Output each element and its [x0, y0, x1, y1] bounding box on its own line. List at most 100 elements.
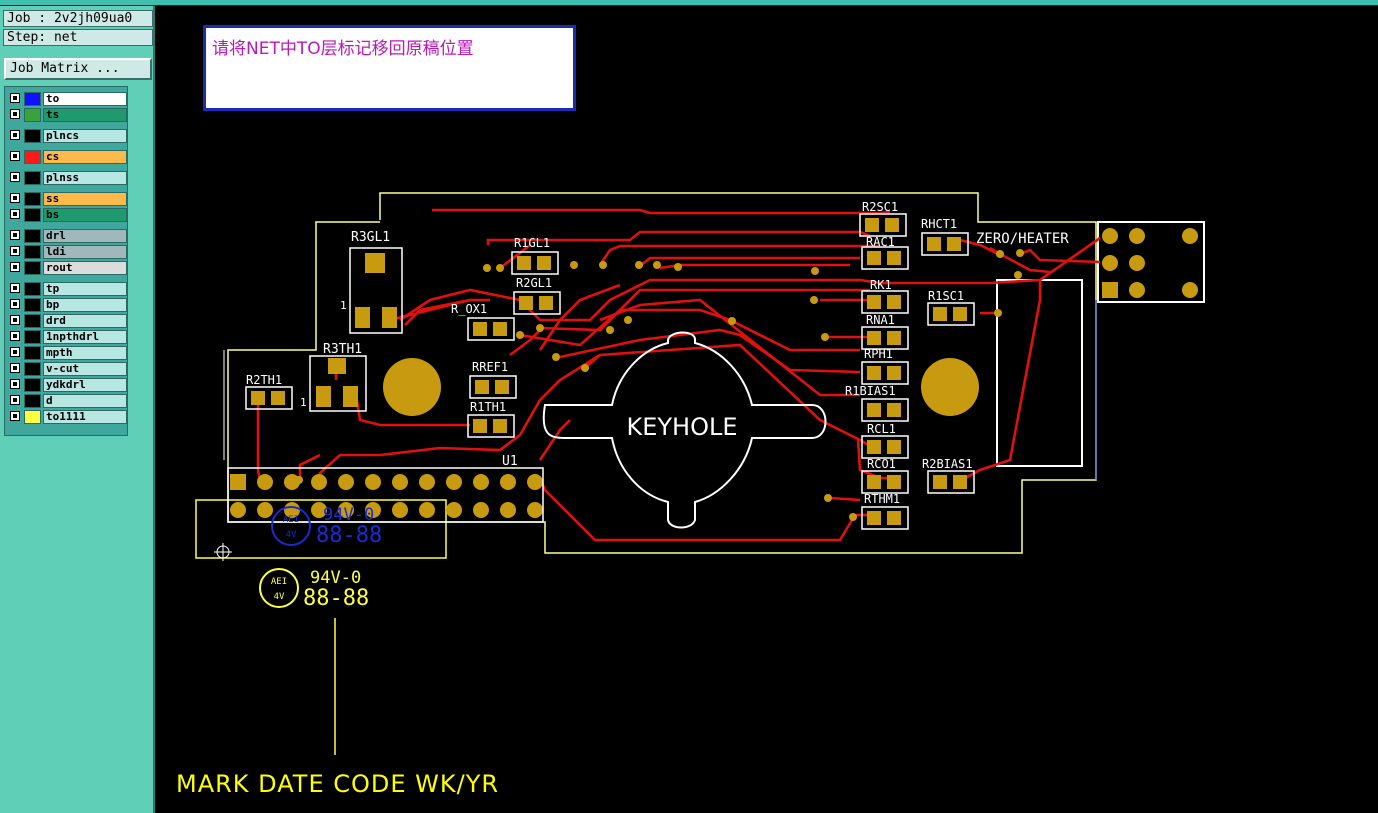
- resistor-outline: [861, 398, 909, 422]
- layer-color-swatch[interactable]: [24, 394, 41, 408]
- layer-checkbox[interactable]: [10, 93, 20, 103]
- layer-checkbox[interactable]: [10, 363, 20, 373]
- layer-row-drd[interactable]: drd: [8, 314, 127, 328]
- layer-row-rout[interactable]: rout: [8, 261, 127, 275]
- layer-name[interactable]: 1npthdrl: [43, 330, 127, 344]
- layer-row-tp[interactable]: tp: [8, 282, 127, 296]
- layer-color-swatch[interactable]: [24, 92, 41, 106]
- layer-color-swatch[interactable]: [24, 378, 41, 392]
- layer-name[interactable]: tp: [43, 282, 127, 296]
- layer-checkbox[interactable]: [10, 315, 20, 325]
- component-label: RPH1: [864, 347, 893, 361]
- layer-color-swatch[interactable]: [24, 192, 41, 206]
- layer-checkbox[interactable]: [10, 151, 20, 161]
- layer-checkbox[interactable]: [10, 347, 20, 357]
- layer-checkbox[interactable]: [10, 193, 20, 203]
- layer-name[interactable]: drl: [43, 229, 127, 243]
- layer-name[interactable]: ldi: [43, 245, 127, 259]
- pad: [230, 502, 246, 518]
- layer-name[interactable]: ts: [43, 108, 127, 122]
- job-matrix-button[interactable]: Job Matrix ...: [4, 58, 152, 80]
- layer-row-bs[interactable]: bs: [8, 208, 127, 222]
- ul-rating-blue: 94V-0: [323, 505, 374, 525]
- layer-name[interactable]: cs: [43, 150, 127, 164]
- layer-name[interactable]: plnss: [43, 171, 127, 185]
- trace: [959, 280, 1042, 483]
- pad: [865, 218, 879, 232]
- layer-row-plncs[interactable]: plncs: [8, 129, 127, 143]
- layer-checkbox[interactable]: [10, 411, 20, 421]
- layer-checkbox[interactable]: [10, 395, 20, 405]
- layer-row-to[interactable]: to: [8, 92, 127, 106]
- layer-color-swatch[interactable]: [24, 245, 41, 259]
- layer-color-swatch[interactable]: [24, 282, 41, 296]
- pad: [1182, 228, 1198, 244]
- resistor-outline: [927, 470, 975, 494]
- layer-row-1npthdrl[interactable]: 1npthdrl: [8, 330, 127, 344]
- layer-row-ts[interactable]: ts: [8, 108, 127, 122]
- layer-row-d[interactable]: d: [8, 394, 127, 408]
- layer-name[interactable]: ydkdrl: [43, 378, 127, 392]
- layer-name[interactable]: plncs: [43, 129, 127, 143]
- layer-color-swatch[interactable]: [24, 410, 41, 424]
- layer-row-plnss[interactable]: plnss: [8, 171, 127, 185]
- layer-checkbox[interactable]: [10, 130, 20, 140]
- pad: [365, 253, 385, 273]
- layer-checkbox[interactable]: [10, 246, 20, 256]
- layer-color-swatch[interactable]: [24, 108, 41, 122]
- layer-row-bp[interactable]: bp: [8, 298, 127, 312]
- pad: [392, 474, 408, 490]
- layer-checkbox[interactable]: [10, 262, 20, 272]
- layer-checkbox[interactable]: [10, 230, 20, 240]
- layer-row-v-cut[interactable]: v-cut: [8, 362, 127, 376]
- layer-name[interactable]: to1111: [43, 410, 127, 424]
- pad: [473, 502, 489, 518]
- layer-checkbox[interactable]: [10, 209, 20, 219]
- resistor-outline: [467, 317, 515, 341]
- component-label: RTHM1: [864, 492, 900, 506]
- layer-color-swatch[interactable]: [24, 330, 41, 344]
- layer-checkbox[interactable]: [10, 331, 20, 341]
- pad: [284, 502, 300, 518]
- pad: [392, 502, 408, 518]
- mounting-hole: [383, 358, 441, 416]
- layer-row-to1111[interactable]: to1111: [8, 410, 127, 424]
- layer-color-swatch[interactable]: [24, 171, 41, 185]
- component-label: U1: [502, 454, 518, 469]
- layer-color-swatch[interactable]: [24, 229, 41, 243]
- layer-color-swatch[interactable]: [24, 346, 41, 360]
- component-label: R2BIAS1: [922, 457, 973, 471]
- layer-row-drl[interactable]: drl: [8, 229, 127, 243]
- layer-row-ss[interactable]: ss: [8, 192, 127, 206]
- layer-checkbox[interactable]: [10, 109, 20, 119]
- layer-name[interactable]: rout: [43, 261, 127, 275]
- layer-row-ldi[interactable]: ldi: [8, 245, 127, 259]
- layer-color-swatch[interactable]: [24, 298, 41, 312]
- layer-name[interactable]: bp: [43, 298, 127, 312]
- layer-name[interactable]: v-cut: [43, 362, 127, 376]
- layer-name[interactable]: bs: [43, 208, 127, 222]
- layer-name[interactable]: drd: [43, 314, 127, 328]
- layer-color-swatch[interactable]: [24, 261, 41, 275]
- layer-checkbox[interactable]: [10, 299, 20, 309]
- layer-name[interactable]: mpth: [43, 346, 127, 360]
- pad: [953, 475, 967, 489]
- layer-row-ydkdrl[interactable]: ydkdrl: [8, 378, 127, 392]
- layer-color-swatch[interactable]: [24, 314, 41, 328]
- layer-checkbox[interactable]: [10, 283, 20, 293]
- layer-row-cs[interactable]: cs: [8, 150, 127, 164]
- layer-name[interactable]: to: [43, 92, 127, 106]
- layer-color-swatch[interactable]: [24, 129, 41, 143]
- layer-color-swatch[interactable]: [24, 150, 41, 164]
- note-text: 请将NET中TO层标记移回原稿位置: [212, 39, 474, 59]
- layer-row-mpth[interactable]: mpth: [8, 346, 127, 360]
- layer-checkbox[interactable]: [10, 379, 20, 389]
- layer-checkbox[interactable]: [10, 172, 20, 182]
- layer-name[interactable]: ss: [43, 192, 127, 206]
- layer-color-swatch[interactable]: [24, 208, 41, 222]
- trace: [354, 394, 470, 427]
- layer-color-swatch[interactable]: [24, 362, 41, 376]
- layer-name[interactable]: d: [43, 394, 127, 408]
- trace: [519, 308, 860, 352]
